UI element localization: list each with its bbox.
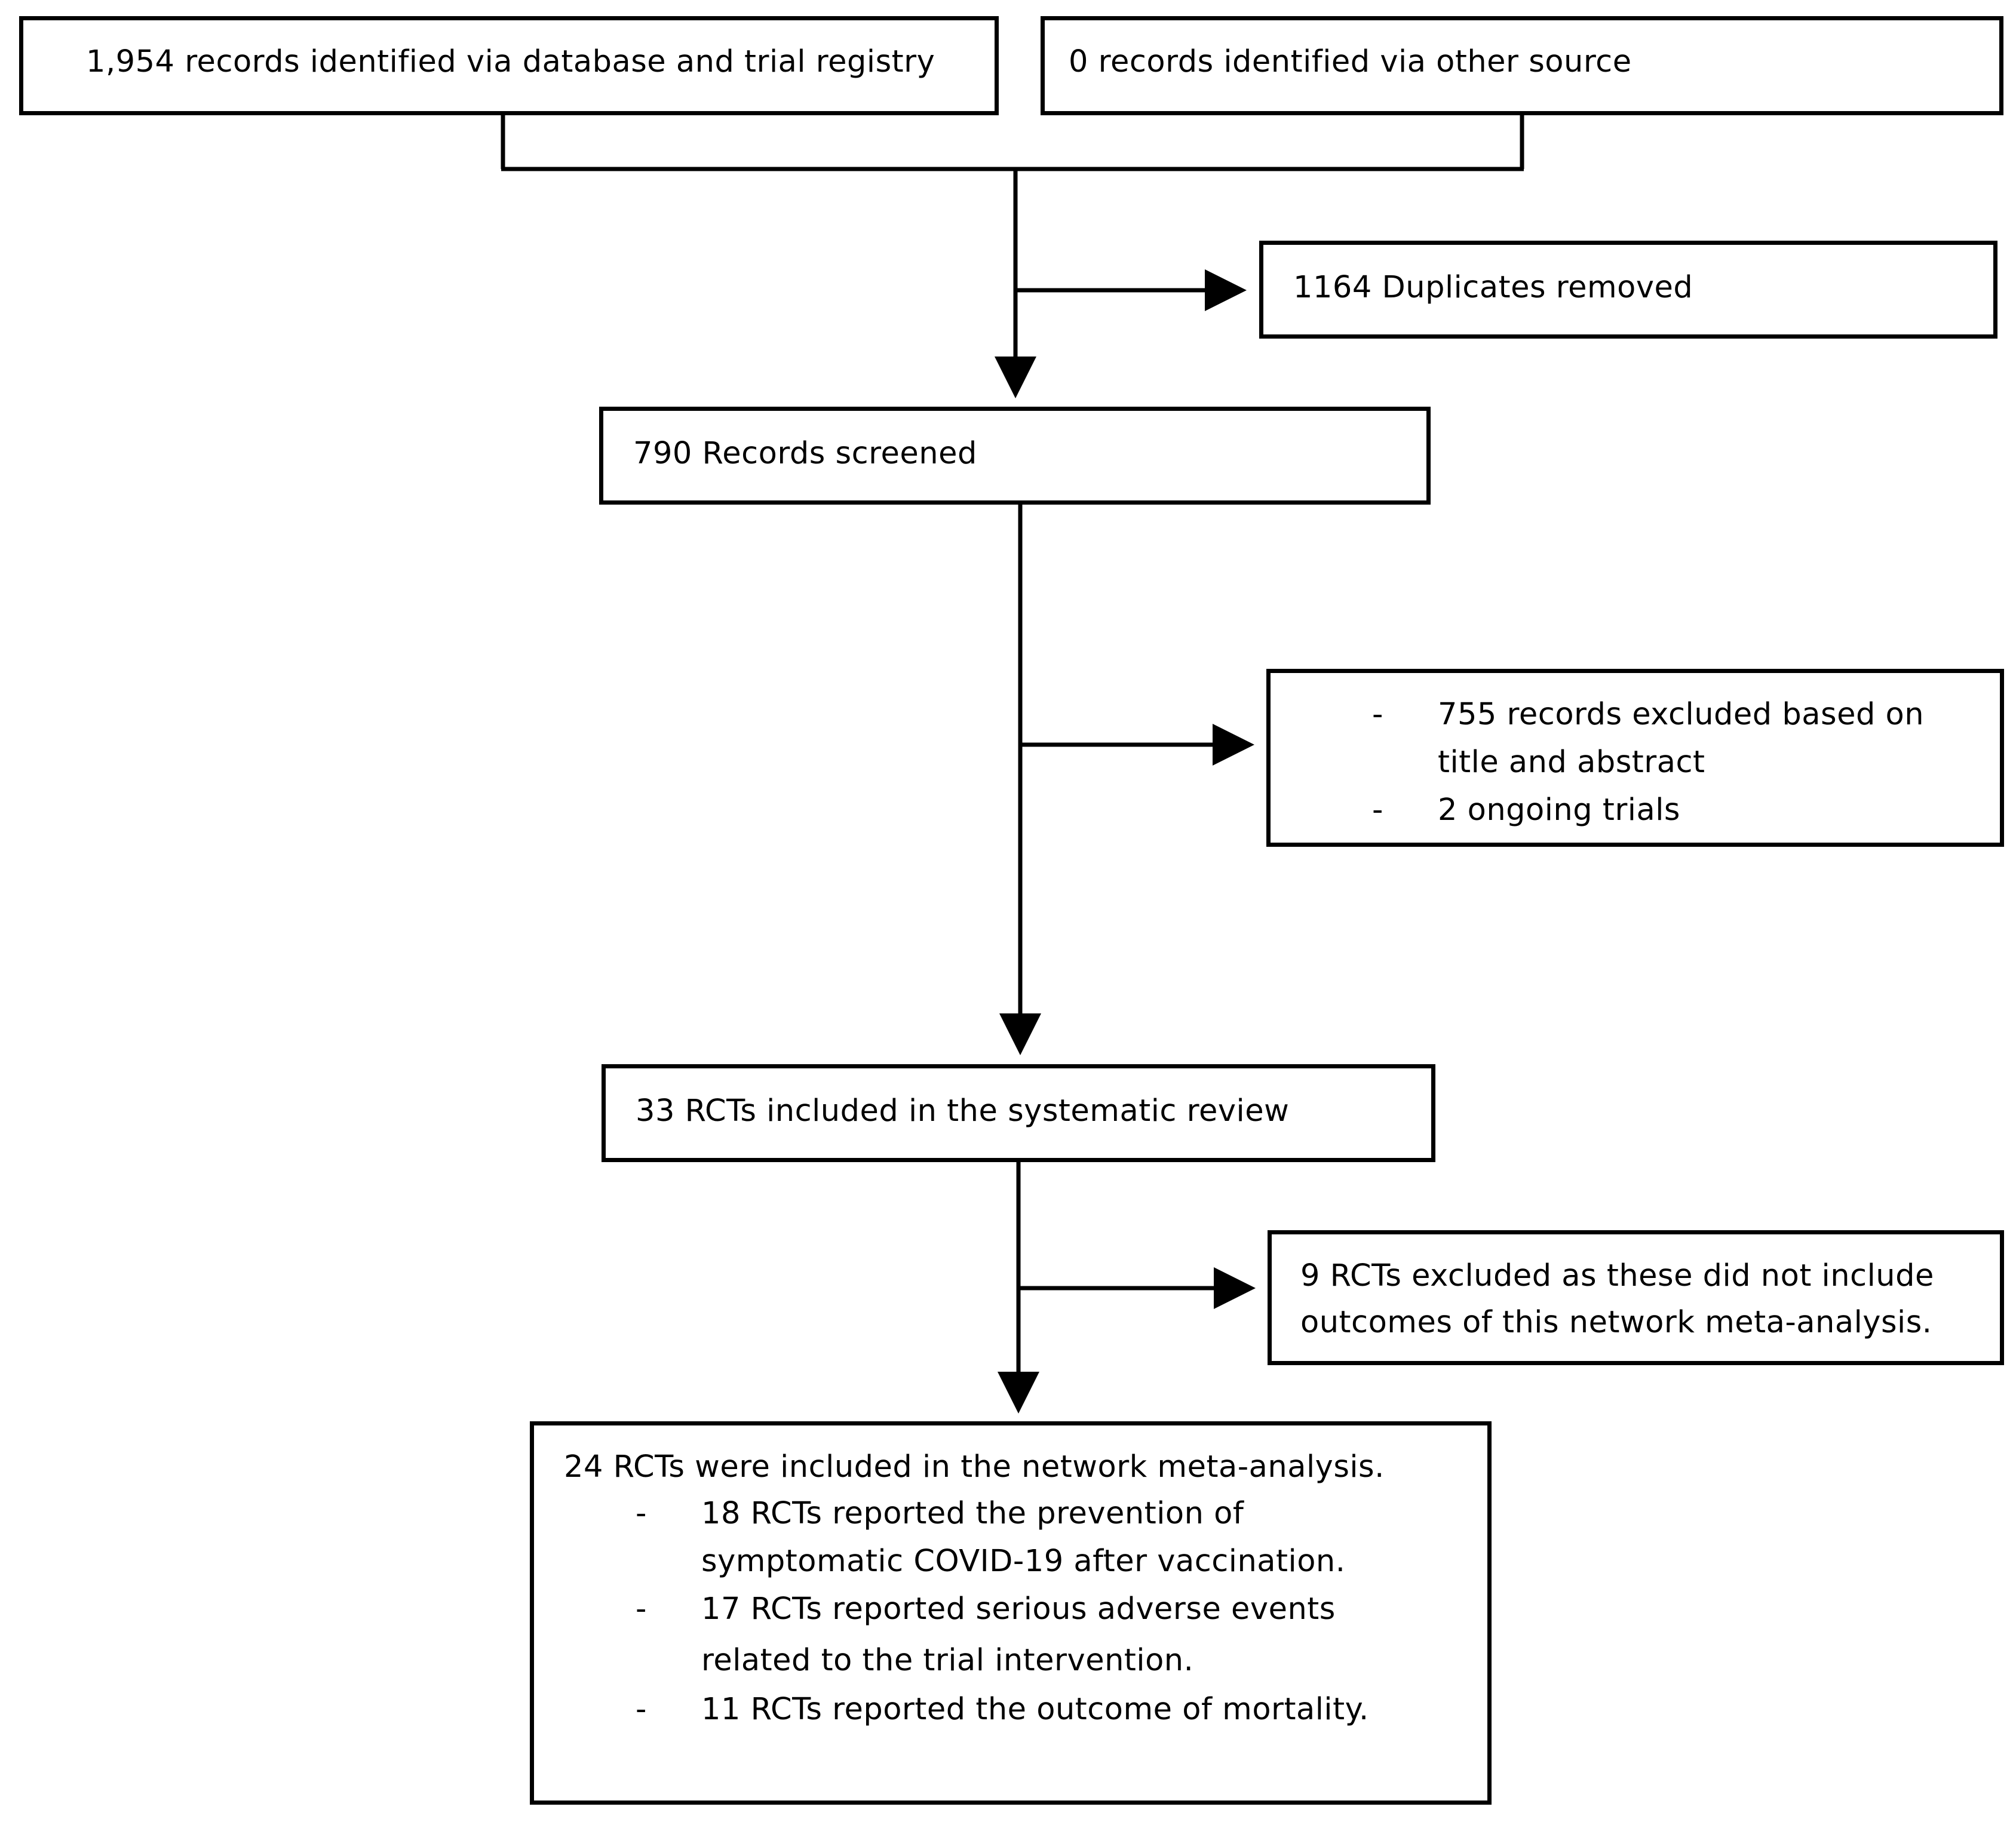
excluded-outcomes-line-2: outcomes of this network meta-analysis. — [1300, 1305, 1932, 1340]
bullet-dash: - — [636, 1496, 647, 1531]
prevention-line-1: 18 RCTs reported the prevention of — [701, 1496, 1244, 1531]
duplicates-removed-box: 1164 Duplicates removed — [1259, 241, 1997, 339]
bullet-dash: - — [1372, 792, 1383, 828]
duplicates-removed-text: 1164 Duplicates removed — [1293, 270, 1693, 305]
bullet-dash: - — [1372, 697, 1383, 732]
excluded-title-abstract-line-1: 755 records excluded based on — [1438, 697, 1925, 732]
network-meta-analysis-box: 24 RCTs were included in the network met… — [530, 1421, 1492, 1805]
adverse-events-line-2: related to the trial intervention. — [701, 1643, 1194, 1678]
other-records-text: 0 records identified via other source — [1069, 44, 1632, 79]
ongoing-trials-line: 2 ongoing trials — [1438, 792, 1680, 828]
mortality-line: 11 RCTs reported the outcome of mortalit… — [701, 1692, 1369, 1727]
network-meta-heading: 24 RCTs were included in the network met… — [564, 1449, 1385, 1485]
excluded-outcomes-box: 9 RCTs excluded as these did not include… — [1268, 1230, 2004, 1365]
bullet-dash: - — [636, 1692, 647, 1727]
excluded-title-abstract-box: - 755 records excluded based on title an… — [1266, 669, 2004, 847]
database-records-box: 1,954 records identified via database an… — [19, 16, 999, 115]
bullet-dash: - — [636, 1591, 647, 1627]
excluded-title-abstract-line-2: title and abstract — [1438, 745, 1705, 780]
systematic-review-text: 33 RCTs included in the systematic revie… — [636, 1093, 1290, 1129]
other-records-box: 0 records identified via other source — [1041, 16, 2003, 115]
database-records-text: 1,954 records identified via database an… — [86, 44, 935, 79]
records-screened-box: 790 Records screened — [599, 407, 1431, 505]
systematic-review-box: 33 RCTs included in the systematic revie… — [602, 1064, 1435, 1162]
excluded-outcomes-line-1: 9 RCTs excluded as these did not include — [1300, 1258, 1934, 1293]
adverse-events-line-1: 17 RCTs reported serious adverse events — [701, 1591, 1336, 1627]
records-screened-text: 790 Records screened — [633, 436, 977, 471]
prevention-line-2: symptomatic COVID-19 after vaccination. — [701, 1544, 1346, 1579]
